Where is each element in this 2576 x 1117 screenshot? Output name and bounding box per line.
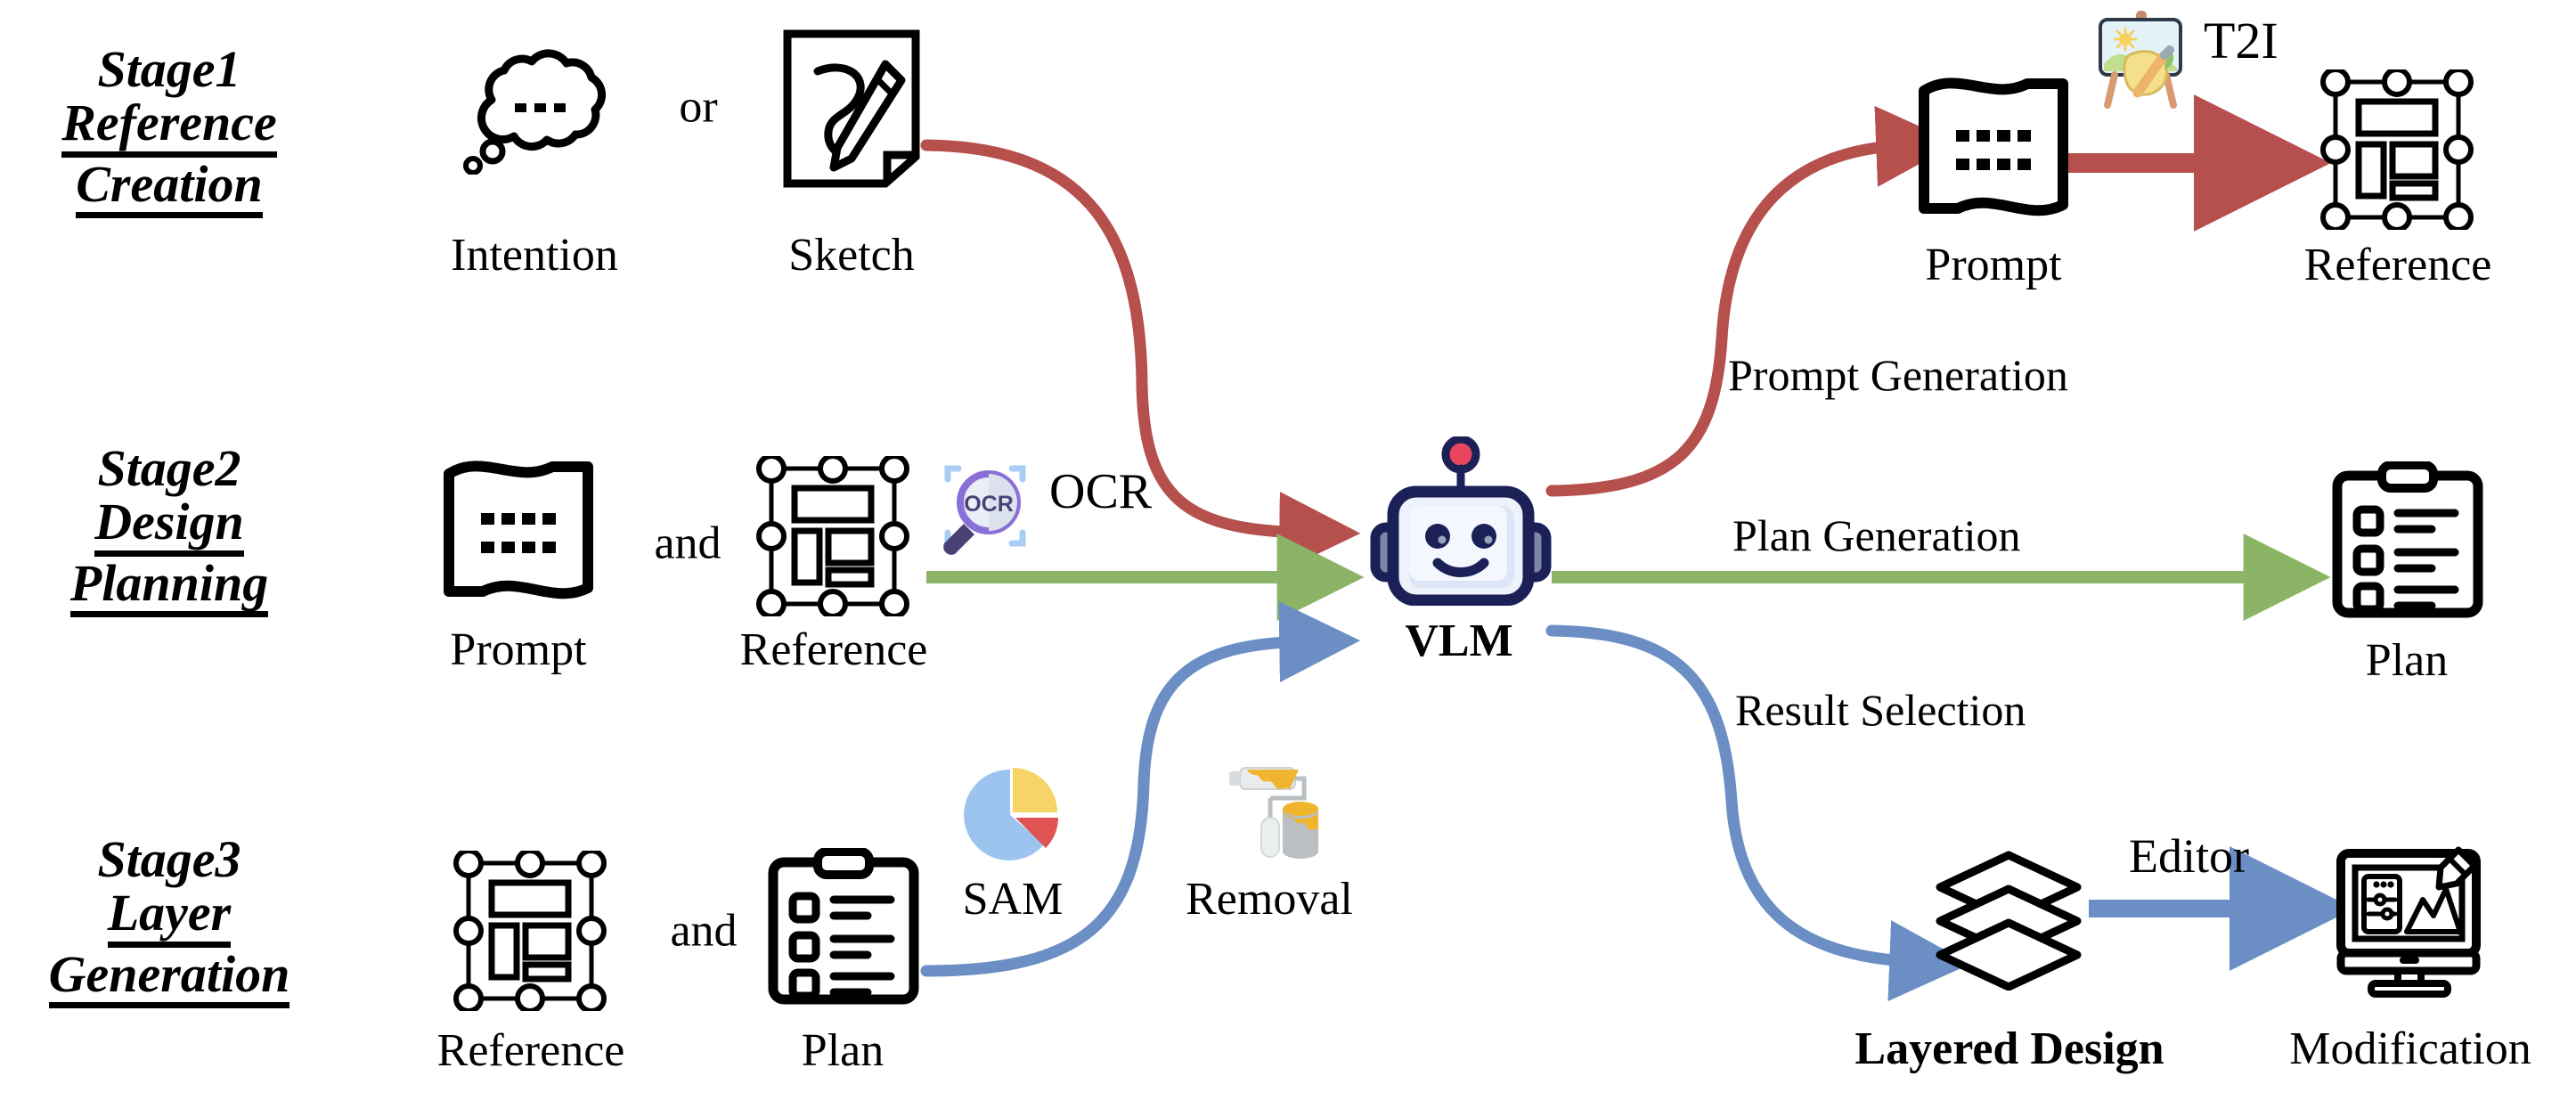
node-label-modification: Modification: [2289, 1023, 2531, 1074]
edge-label-plan-generation: Plan Generation: [1732, 510, 2021, 560]
stage1-line2: Reference: [61, 96, 277, 158]
stage2-line3: Planning: [69, 556, 269, 617]
stacked-layers-icon: [1929, 848, 2088, 991]
stage3-line3: Generation: [48, 947, 290, 1008]
node-label-prompt-top: Prompt: [1925, 240, 2062, 290]
stage1-line3: Creation: [76, 157, 263, 218]
tool-label-sam: SAM: [962, 874, 1064, 925]
monitor-design-pencil-icon: [2328, 844, 2489, 998]
node-label-sketch: Sketch: [788, 230, 915, 281]
stage-label-1: Stage1 Reference Creation: [0, 40, 347, 218]
node-label-layered-design: Layered Design: [1855, 1023, 2164, 1074]
node-label-reference-top: Reference: [2303, 240, 2492, 290]
edge-prompt-generation: [1545, 105, 1958, 497]
node-label-intention: Intention: [451, 230, 618, 281]
easel-painting-icon: [2088, 7, 2195, 112]
connector-and-bot: and: [670, 905, 738, 957]
stage2-line2: Design: [94, 495, 244, 557]
clipboard-checklist-icon: [768, 847, 919, 1010]
clipboard-checklist-icon: [2332, 461, 2483, 624]
design-layout-selection-icon: [445, 848, 615, 1014]
stage2-number: Stage2: [97, 439, 241, 497]
node-label-reference-bot: Reference: [436, 1025, 625, 1076]
wavy-banner-text-icon: [1913, 71, 2074, 224]
tool-label-ocr: OCR: [1049, 464, 1153, 519]
edge-result-selection: [1545, 624, 1971, 1002]
wavy-banner-text-icon: [438, 454, 599, 607]
design-layout-selection-icon: [2312, 67, 2482, 232]
tool-label-removal: Removal: [1186, 874, 1353, 925]
thought-cloud-icon: [452, 43, 631, 175]
tool-label-t2i: T2I: [2204, 12, 2278, 69]
stage-label-2: Stage2 Design Planning: [0, 439, 347, 617]
stage-label-3: Stage3 Layer Generation: [0, 830, 347, 1008]
node-label-plan-right: Plan: [2365, 635, 2449, 686]
design-layout-selection-icon: [748, 453, 917, 619]
edge-label-prompt-generation: Prompt Generation: [1728, 350, 2068, 400]
node-label-prompt-mid: Prompt: [450, 624, 587, 675]
node-label-plan-bot: Plan: [801, 1025, 884, 1076]
node-label-reference-mid: Reference: [739, 624, 928, 675]
ocr-magnifier-icon: OCR: [933, 454, 1037, 558]
stage1-number: Stage1: [97, 40, 241, 98]
connector-and-mid: and: [654, 518, 721, 569]
edge-label-result-selection: Result Selection: [1735, 685, 2026, 735]
robot-icon: [1363, 435, 1559, 607]
tool-label-editor: Editor: [2129, 829, 2249, 883]
stage3-line2: Layer: [107, 886, 232, 948]
pie-chart-icon: [958, 762, 1067, 868]
stage3-number: Stage3: [97, 830, 241, 888]
sketch-page-pencil-icon: [780, 29, 923, 189]
paint-roller-bucket-icon: [1217, 759, 1322, 868]
node-label-vlm: VLM: [1405, 616, 1513, 666]
svg-text:OCR: OCR: [964, 492, 1014, 517]
connector-or: or: [679, 81, 718, 133]
